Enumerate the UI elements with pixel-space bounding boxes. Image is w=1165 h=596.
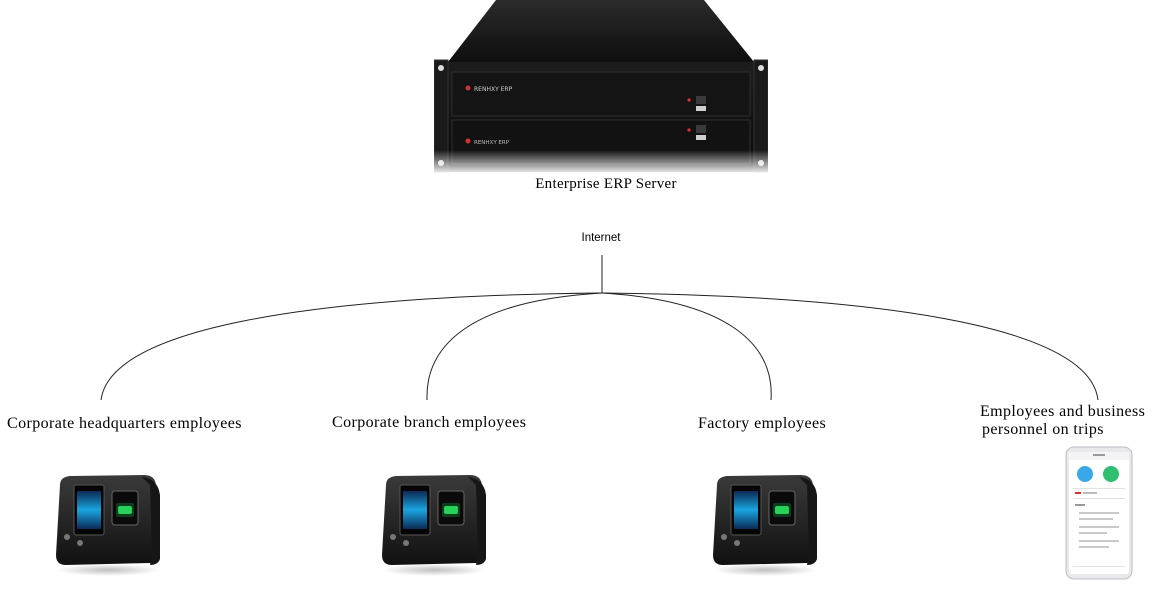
node-label-trips-line2: personnel on trips	[982, 421, 1104, 438]
face-fingerprint-terminal-icon	[713, 475, 817, 576]
face-fingerprint-terminal-icon	[382, 475, 486, 576]
link-branch	[426, 292, 603, 401]
rack-server-icon: RENHXY ERP RENHXY ERP	[434, 0, 768, 175]
node-label-hq: Corporate headquarters employees	[7, 415, 242, 432]
server-label: Enterprise ERP Server	[535, 176, 677, 192]
link-hq	[100, 292, 603, 401]
svg-text:RENHXY ERP: RENHXY ERP	[474, 86, 513, 93]
internet-label: Internet	[581, 232, 621, 244]
link-trips	[601, 292, 1099, 401]
node-label-factory: Factory employees	[698, 415, 827, 432]
node-label-trips-line1: Employees and business	[980, 403, 1146, 420]
node-label-branch: Corporate branch employees	[332, 414, 527, 431]
node-label-trips: Employees and business personnel on trip…	[980, 403, 1164, 439]
mobile-phone-icon	[1065, 446, 1133, 580]
link-factory	[601, 292, 772, 401]
svg-text:RENHXY ERP: RENHXY ERP	[474, 140, 510, 146]
face-fingerprint-terminal-icon	[56, 475, 160, 576]
